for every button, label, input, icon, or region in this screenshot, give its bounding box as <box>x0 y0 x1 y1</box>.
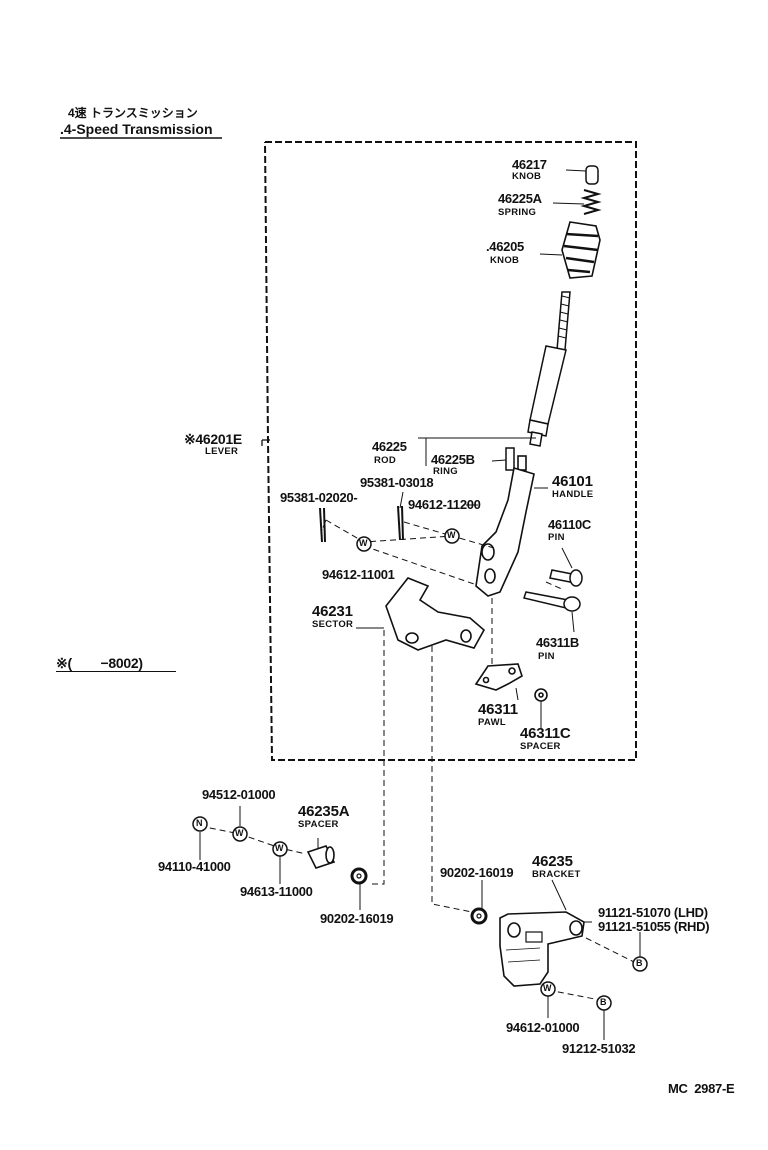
part-number-94512-01000: 94512-01000 <box>202 787 276 802</box>
part-number-94612-11200: 94612-11200 <box>408 497 481 512</box>
drawing-code: MC 2987-E <box>668 1081 735 1096</box>
part-number-46225b: 46225B <box>431 452 475 467</box>
part-number-46231: 46231 <box>312 603 353 620</box>
spacer-tube-icon <box>306 845 336 869</box>
part-number-95381-03018: 95381-03018 <box>360 475 434 490</box>
part-name-46217: KNOB <box>512 171 542 182</box>
part-number-46235a: 46235A <box>298 803 350 820</box>
part-number-94613-11000: 94613-11000 <box>240 884 313 899</box>
part-number-46205: .46205 <box>486 239 524 254</box>
part-name-46101: HANDLE <box>552 489 594 500</box>
sector-icon <box>385 577 486 651</box>
nut-symbol: N <box>196 818 203 828</box>
part-name-46235: BRACKET <box>532 869 581 880</box>
part-number-90202-16019-b: 90202-16019 <box>440 865 514 880</box>
washer-symbol: W <box>275 843 284 853</box>
handle-icon <box>475 455 535 597</box>
clevis-pin-icon <box>549 569 583 587</box>
washer-symbol: W <box>235 828 244 838</box>
title-english: .4-Speed Transmission <box>60 121 213 137</box>
part-name-46311: PAWL <box>478 717 506 728</box>
pawl-pin-icon <box>523 591 581 612</box>
lever-shaft-icon <box>527 291 571 447</box>
part-name-46205: KNOB <box>490 255 520 266</box>
part-number-46311b: 46311B <box>536 635 580 650</box>
part-name-46311c: SPACER <box>520 741 561 752</box>
bolt-symbol: B <box>600 997 607 1007</box>
title-japanese: 4速 トランスミッション <box>68 106 198 120</box>
part-number-91121-51055: 91121-51055 (RHD) <box>598 919 710 934</box>
part-number-94110-41000: 94110-41000 <box>158 859 231 874</box>
part-number-46101: 46101 <box>552 473 593 490</box>
note-mark: ※ <box>56 655 68 671</box>
washer-symbol: W <box>359 538 368 548</box>
bolt-symbol: B <box>636 958 643 968</box>
thick-washer-icon <box>350 867 488 925</box>
part-number-46110c: 46110C <box>548 517 592 532</box>
note-range-text: ( −8002) <box>67 655 143 671</box>
ring-icon <box>505 447 515 471</box>
part-number-90202-16019-a: 90202-16019 <box>320 911 394 926</box>
part-number-46225: 46225 <box>372 439 407 454</box>
part-number-46235: 46235 <box>532 853 573 870</box>
knob-large-icon <box>561 221 601 279</box>
part-name-46201e: LEVER <box>205 446 239 457</box>
knob-small-icon <box>585 165 599 185</box>
spring-icon <box>580 189 602 215</box>
part-name-46231: SECTOR <box>312 619 354 630</box>
part-number-46217: 46217 <box>512 157 547 172</box>
washer-symbol: W <box>543 983 552 993</box>
part-name-46225b: RING <box>433 466 458 477</box>
part-number-46201e: ※46201E <box>184 431 242 447</box>
part-name-46110c: PIN <box>548 532 565 543</box>
washer-symbol: W <box>447 530 456 540</box>
part-name-46235a: SPACER <box>298 819 339 830</box>
pawl-icon <box>474 663 523 691</box>
part-name-46225: ROD <box>374 455 397 466</box>
part-name-46225a: SPRING <box>498 207 537 218</box>
cotter-pin-icon <box>319 505 404 543</box>
note-range: ※( −8002) <box>56 656 176 672</box>
part-name-46311b: PIN <box>538 651 555 662</box>
part-number-94612-01000: 94612-01000 <box>506 1020 580 1035</box>
bracket-icon <box>499 911 585 987</box>
part-number-46225a: 46225A <box>498 191 542 206</box>
part-number-95381-02020: 95381-02020- <box>280 490 358 505</box>
assembly-boundary <box>264 141 637 761</box>
part-number-46311: 46311 <box>478 701 518 718</box>
part-number-94612-11001: 94612-11001 <box>322 567 395 582</box>
part-number-46311c: 46311C <box>520 725 571 742</box>
part-number-91212-51032: 91212-51032 <box>562 1041 636 1056</box>
spacer-washer-icon <box>534 688 548 702</box>
part-number-91121-51070: 91121-51070 (LHD) <box>598 905 708 920</box>
